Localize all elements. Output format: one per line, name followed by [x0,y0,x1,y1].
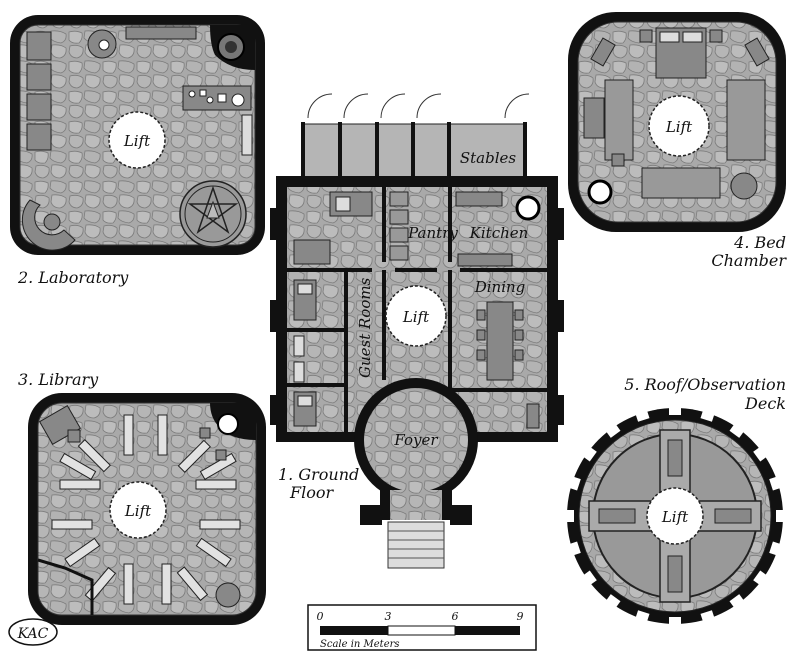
crenel-gap [729,594,744,608]
bench [125,26,197,40]
foyer-label: Foyer [393,431,438,449]
rug [604,79,634,161]
library-lift-label: Lift [124,502,152,520]
crenel-gap [606,594,621,608]
crenel-gap [729,424,744,438]
crenel-gap [753,447,767,462]
svg-text:KAC: KAC [17,626,49,642]
guest-bed [293,239,331,265]
laboratory-lift-label: Lift [123,132,151,150]
crenel-gap [635,410,650,422]
ground-floor-label-line2: Floor [289,483,334,502]
bed-chamber-label-line2: Chamber [711,251,787,270]
dining-label: Dining [474,278,526,296]
ground-floor-label-line1: 1. Ground [278,465,359,484]
crenel-gap [769,476,781,491]
ground-floor-map: Stables [270,93,564,569]
crenel-gap [583,570,597,585]
bed-chamber-label-line1: 4. Bed [733,233,786,252]
scale-tick-9: 9 [517,610,524,623]
crenel-gap [700,610,715,622]
crenel-gap [669,617,681,625]
fireplace-icon [217,413,239,435]
scale-bar: 0 3 6 9 Scale in Meters [307,604,537,651]
library-map: Lift 3. Library [18,370,266,625]
crenel-gap [606,424,621,438]
bed-chamber-map: Lift 4. Bed Chamber [568,12,787,270]
roof-lift-label: Lift [661,508,689,526]
bed-chamber-lift-label: Lift [665,118,693,136]
library-desk [38,405,82,445]
laboratory-label: 2. Laboratory [17,268,129,287]
scale-tick-0: 0 [317,610,324,623]
crescent-bench [21,199,76,251]
crenel-gap [700,410,715,422]
roof-map: 5. Roof/Observation Deck Lift [566,375,786,625]
scale-title: Scale in Meters [320,639,400,650]
crenel-gap [769,541,781,556]
crenel-gap [583,447,597,462]
entry-stairs [387,521,445,569]
crenel-gap [776,510,784,522]
fireplace-icon [587,179,613,205]
round-table [215,582,241,608]
crenel-gap [669,407,681,415]
crenel-gap [569,476,581,491]
crenel-gap [753,570,767,585]
bookshelves [51,414,241,605]
crenel-gap [635,610,650,622]
scale-tick-3: 3 [385,610,392,623]
kitchen-label: Kitchen [469,224,529,242]
oven-icon [515,195,541,221]
pantry-label: Pantry [407,224,458,242]
stables-label: Stables [460,149,517,167]
roof-label-line2: Deck [744,394,786,413]
roof-label-line1: 5. Roof/Observation [624,375,786,394]
dining-table [486,301,514,381]
laboratory-map: Lift 2. Laboratory [10,15,265,287]
crenel-gap [569,541,581,556]
round-table [730,172,758,200]
crenel-gap [566,510,574,522]
guest-rooms-label: Guest Rooms [356,277,374,378]
scale-tick-6: 6 [452,610,459,623]
signature-logo: KAC [8,618,58,646]
library-label: 3. Library [18,370,99,389]
ground-floor-lift-label: Lift [402,308,430,326]
